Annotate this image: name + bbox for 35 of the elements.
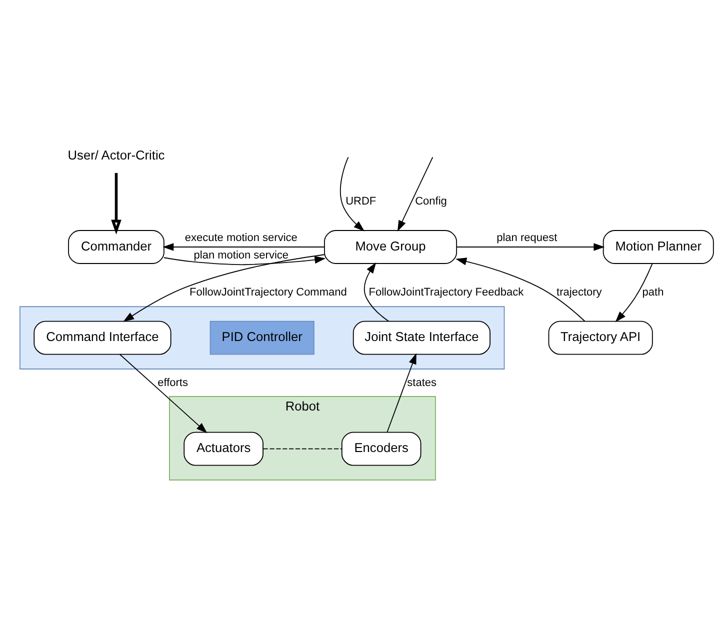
edge-label: plan motion service (194, 249, 289, 262)
edge-label: trajectory (556, 286, 602, 298)
edge-label: plan request (496, 232, 558, 244)
arrow (164, 255, 326, 265)
node-box: Actuators (184, 431, 264, 466)
arrow (111, 172, 122, 234)
connector (262, 448, 342, 449)
node-box: Command Interface (34, 320, 172, 354)
node-box: Move Group (324, 230, 458, 264)
arrow (456, 242, 605, 250)
arrow (615, 262, 653, 322)
node-box: Commander (68, 230, 164, 264)
arrow (456, 257, 586, 322)
node-box: Motion Planner (602, 230, 714, 264)
edge-label: path (642, 286, 664, 298)
node-box: Joint State Interface (352, 320, 490, 354)
edge-label: URDF (346, 194, 376, 207)
arrow (162, 242, 325, 250)
node-box: Trajectory API (548, 320, 653, 354)
arrow (123, 254, 325, 322)
arrow (364, 262, 390, 322)
cluster (19, 306, 505, 369)
node-box: Encoders (341, 431, 422, 466)
node-text: User/ Actor-Critic (68, 147, 165, 162)
edge-label: states (407, 376, 437, 389)
edge-label: FollowJointTrajectory Feedback (368, 286, 524, 298)
arrow (397, 156, 434, 231)
arrow (119, 353, 208, 433)
edge-label: FollowJointTrajectory Command (190, 286, 347, 298)
edge-label: Config (415, 194, 447, 207)
arrow (340, 156, 365, 231)
edge-label: efforts (158, 376, 188, 389)
edge-label: execute motion service (184, 232, 298, 244)
arrow (386, 352, 416, 432)
node-box: PID Controller (210, 320, 314, 354)
